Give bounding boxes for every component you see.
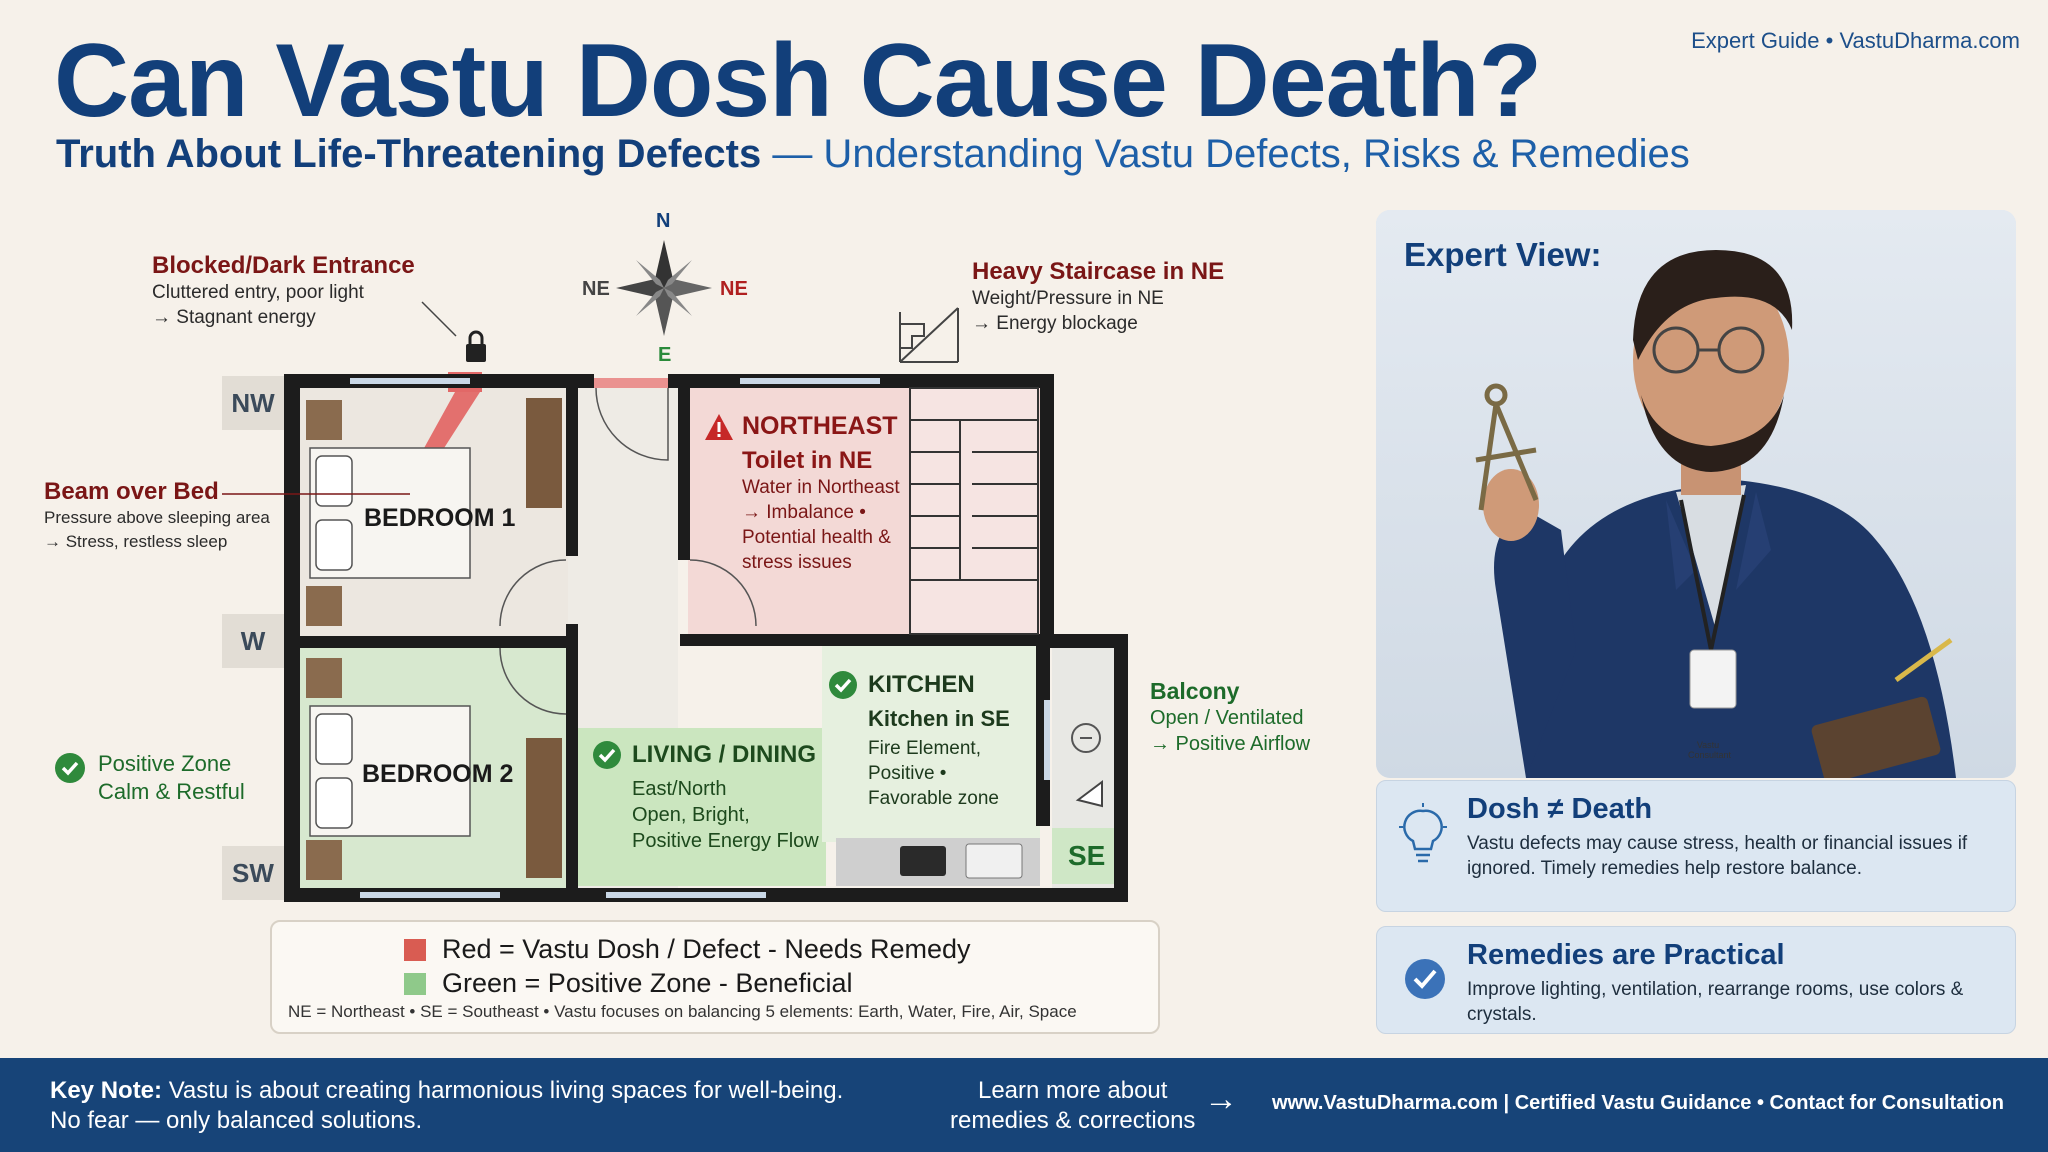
compass-ne-right: NE: [720, 278, 748, 300]
callout-entrance-title: Blocked/Dark Entrance: [152, 252, 415, 279]
callout-staircase-line2: → Energy blockage: [972, 313, 1138, 334]
compass-ne-left: NE: [582, 278, 610, 300]
check-circle-icon: [593, 741, 621, 769]
room-label-bedroom1: BEDROOM 1: [364, 504, 516, 532]
direction-tag-sw: SW: [222, 846, 284, 900]
room-label-bedroom2: BEDROOM 2: [362, 760, 514, 788]
consultant-illustration: [1376, 210, 2016, 778]
callout-balcony-line1: Open / Ventilated: [1150, 707, 1304, 729]
card-dosh-death: Dosh ≠ Death Vastu defects may cause str…: [1376, 780, 2016, 912]
kitchen-floor: [822, 646, 1040, 842]
se-zone: [1052, 828, 1114, 884]
legend-green-swatch: [404, 972, 426, 995]
arrow-right-icon[interactable]: →: [1204, 1080, 1238, 1118]
callout-beam-title: Beam over Bed: [44, 478, 219, 505]
living-line1: East/North: [632, 778, 727, 800]
bed2: [309, 705, 471, 837]
card-remedies: Remedies are Practical Improve lighting,…: [1376, 926, 2016, 1034]
lightbulb-icon: [1399, 803, 1447, 863]
divider-tool-icon: [1475, 383, 1539, 511]
callout-staircase: Heavy Staircase in NE Weight/Pressure in…: [972, 258, 1224, 336]
compass-n: N: [656, 210, 671, 232]
callout-balcony-line2: → Positive Airflow: [1150, 733, 1311, 755]
page-title: Can Vastu Dosh Cause Death?: [54, 23, 1542, 139]
callout-positive-title: Positive Zone: [98, 751, 232, 776]
northeast-line2: → Imbalance •: [742, 502, 866, 523]
northeast-line1: Water in Northeast: [742, 477, 900, 498]
northeast-line4: stress issues: [742, 552, 852, 573]
footer-bar: Key Note: Vastu is about creating harmon…: [0, 1058, 2048, 1152]
bed1: [309, 447, 471, 579]
warning-icon: [705, 413, 733, 440]
expert-view-title: Expert View:: [1404, 236, 1602, 273]
direction-tag-se: SE: [1068, 840, 1106, 871]
consultant-badge: Vastu Consultant: [1688, 740, 1732, 760]
kitchen-sub: Kitchen in SE: [868, 706, 1010, 731]
northeast-title: NORTHEAST: [742, 412, 898, 440]
room-northeast: NORTHEAST Toilet in NE Water in Northeas…: [704, 412, 900, 575]
kitchen-line1: Fire Element,: [868, 738, 981, 759]
footer-contact-links[interactable]: www.VastuDharma.com | Certified Vastu Gu…: [1272, 1092, 2004, 1114]
legend-green-row: Green = Positive Zone - Beneficial: [404, 968, 852, 999]
learn-line2: remedies & corrections: [950, 1107, 1196, 1134]
page-subtitle: Truth About Life-Threatening Defects — U…: [56, 132, 1690, 177]
legend-note: NE = Northeast • SE = Southeast • Vastu …: [288, 1002, 1077, 1021]
callout-beam: Beam over Bed Pressure above sleeping ar…: [44, 478, 270, 554]
callout-entrance-line2: → Stagnant energy: [152, 307, 316, 328]
callout-positive-line1: Calm & Restful: [98, 779, 245, 804]
callout-staircase-title: Heavy Staircase in NE: [972, 258, 1225, 285]
check-circle-icon: [55, 753, 85, 783]
card-dosh-title: Dosh ≠ Death: [1467, 793, 1653, 825]
compass-e: E: [658, 344, 672, 366]
callout-entrance-line1: Cluttered entry, poor light: [152, 282, 364, 303]
kitchen-title: KITCHEN: [868, 671, 975, 698]
key-note-label: Key Note:: [50, 1077, 163, 1104]
legend-red-label: Red = Vastu Dosh / Defect - Needs Remedy: [442, 934, 971, 964]
living-line3: Positive Energy Flow: [632, 830, 819, 852]
callout-staircase-line1: Weight/Pressure in NE: [972, 288, 1164, 309]
legend: Red = Vastu Dosh / Defect - Needs Remedy…: [270, 920, 1160, 1034]
lock-icon: [466, 330, 486, 362]
expert-panel: [1376, 210, 2016, 778]
check-circle-icon: [829, 671, 857, 699]
subtitle-bold: Truth About Life-Threatening Defects: [56, 132, 762, 176]
legend-green-label: Green = Positive Zone - Beneficial: [442, 968, 853, 998]
living-title: LIVING / DINING: [632, 741, 817, 768]
compass-rose-icon: [616, 240, 712, 336]
direction-tag-nw: NW: [222, 376, 284, 430]
floor-plan: [222, 240, 1128, 902]
northeast-sub: Toilet in NE: [742, 447, 873, 474]
direction-tag-w: W: [222, 614, 284, 668]
legend-red-swatch: [404, 938, 426, 961]
living-line2: Open, Bright,: [632, 804, 750, 826]
kitchen-line3: Favorable zone: [868, 788, 999, 809]
subtitle-rest: — Understanding Vastu Defects, Risks & R…: [761, 132, 1690, 176]
callout-entrance: Blocked/Dark Entrance Cluttered entry, p…: [152, 252, 415, 330]
card-remedies-text: Improve lighting, ventilation, rearrange…: [1467, 979, 1964, 1025]
callout-positive-zone: Positive Zone Calm & Restful: [54, 750, 245, 806]
learn-more-link[interactable]: Learn more about remedies & corrections: [950, 1076, 1195, 1136]
card-dosh-text: Vastu defects may cause stress, health o…: [1467, 833, 1968, 879]
key-note-text2: No fear — only balanced solutions.: [50, 1107, 423, 1134]
card-remedies-title: Remedies are Practical: [1467, 939, 1785, 971]
northeast-line3: Potential health &: [742, 527, 891, 548]
callout-balcony-title: Balcony: [1150, 678, 1240, 704]
expert-guide-link[interactable]: Expert Guide • VastuDharma.com: [1691, 28, 2020, 53]
check-circle-icon: [1405, 959, 1445, 999]
room-kitchen: KITCHEN Kitchen in SE Fire Element, Posi…: [828, 670, 1010, 811]
kitchen-line2: Positive •: [868, 763, 947, 784]
room-living: LIVING / DINING East/North Open, Bright,…: [592, 740, 819, 854]
key-note: Key Note: Vastu is about creating harmon…: [50, 1076, 843, 1136]
legend-red-row: Red = Vastu Dosh / Defect - Needs Remedy: [404, 934, 971, 965]
callout-beam-line2: → Stress, restless sleep: [44, 532, 228, 551]
callout-balcony: Balcony Open / Ventilated → Positive Air…: [1150, 678, 1310, 757]
key-note-text1: Vastu is about creating harmonious livin…: [162, 1077, 844, 1104]
learn-line1: Learn more about: [977, 1077, 1168, 1104]
callout-beam-line1: Pressure above sleeping area: [44, 508, 270, 527]
door-glow: [592, 378, 668, 388]
